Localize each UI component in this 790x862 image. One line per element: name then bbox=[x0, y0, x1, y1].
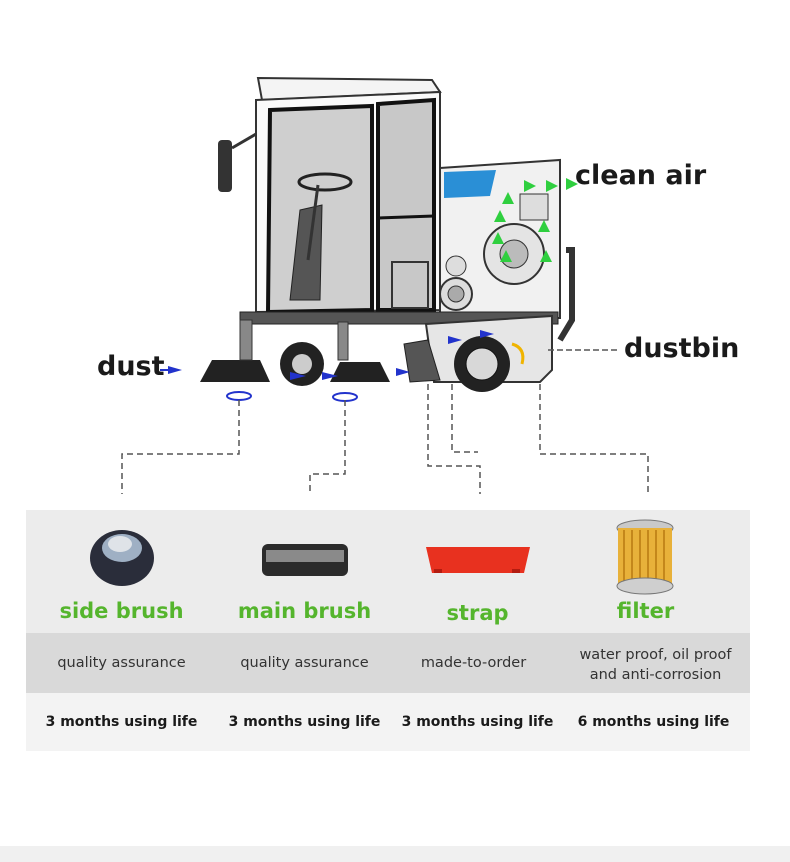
clean-air-label: clean air bbox=[575, 160, 707, 191]
filter-icon bbox=[616, 519, 674, 595]
part-name-strap: strap bbox=[446, 601, 509, 625]
part-name-side-brush: side brush bbox=[59, 599, 184, 623]
strap-icon bbox=[426, 547, 530, 573]
part-desc-main-brush: quality assurance bbox=[240, 655, 369, 671]
part-life-side-brush: 3 months using life bbox=[45, 714, 198, 730]
sweeper-machine-illustration bbox=[121, 76, 649, 494]
part-desc-strap: made-to-order bbox=[420, 655, 527, 671]
dust-label: dust bbox=[97, 351, 165, 382]
side-brush-icon bbox=[90, 530, 154, 586]
part-name-main-brush: main brush bbox=[237, 599, 372, 623]
description-row bbox=[26, 633, 750, 693]
dustbin-label: dustbin bbox=[624, 333, 740, 364]
life-row bbox=[26, 693, 750, 751]
part-name-filter: filter bbox=[616, 599, 675, 623]
part-desc-filter: water proof, oil proof and anti-corrosio… bbox=[579, 647, 732, 683]
part-life-strap: 3 months using life bbox=[401, 714, 554, 730]
part-life-filter: 6 months using life bbox=[577, 714, 730, 730]
part-life-main-brush: 3 months using life bbox=[228, 714, 381, 730]
footer-strip bbox=[0, 846, 790, 862]
main-brush-icon bbox=[262, 544, 348, 576]
part-desc-side-brush: quality assurance bbox=[57, 655, 186, 671]
